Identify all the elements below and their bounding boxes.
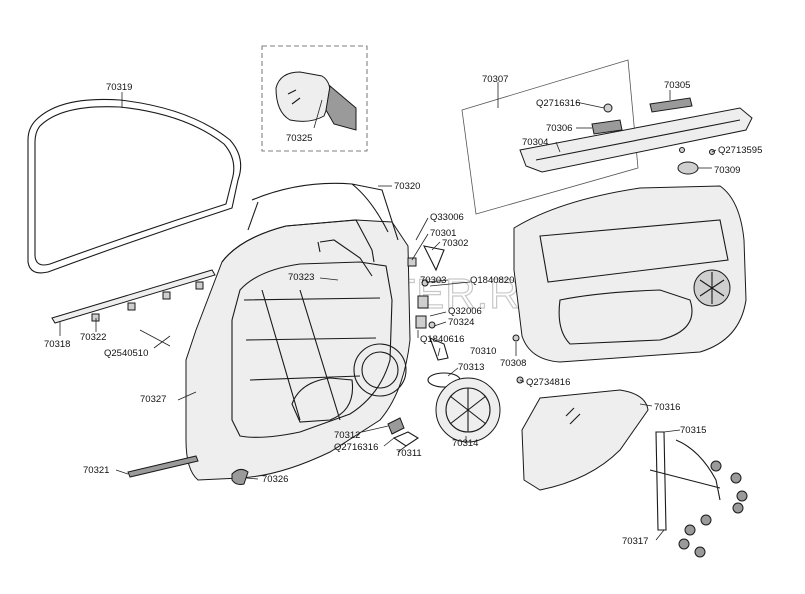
label-70326: 70326 bbox=[262, 474, 288, 485]
mirror-detail-box bbox=[261, 45, 368, 152]
switch-70305 bbox=[649, 97, 693, 113]
label-70321: 70321 bbox=[83, 465, 109, 476]
trim-armrest-recess bbox=[539, 219, 729, 283]
label-70313: 70313 bbox=[458, 362, 484, 373]
door-structure-lines bbox=[243, 297, 381, 381]
label-70324: 70324 bbox=[448, 317, 474, 328]
clip-70308 bbox=[512, 334, 520, 342]
label-70301: 70301 bbox=[430, 228, 456, 239]
label-70318: 70318 bbox=[44, 339, 70, 350]
screw-q2713595 bbox=[679, 147, 685, 153]
door-speaker-hole bbox=[353, 343, 407, 397]
label-q33006: Q33006 bbox=[430, 212, 464, 223]
label-q2713595: Q2713595 bbox=[718, 145, 762, 156]
bezel-70306 bbox=[591, 119, 623, 135]
door-glass-70316 bbox=[521, 389, 649, 491]
leader-lines bbox=[59, 82, 717, 541]
mirror-bracket-70301 bbox=[317, 239, 373, 277]
belt-molding-70318 bbox=[51, 269, 216, 324]
label-70314: 70314 bbox=[452, 438, 478, 449]
label-q2716316-lower: Q2716316 bbox=[334, 442, 378, 453]
mirror-70325 bbox=[275, 71, 331, 122]
label-70304: 70304 bbox=[522, 137, 548, 148]
label-q1840616: Q1840616 bbox=[420, 334, 464, 345]
label-70319: 70319 bbox=[106, 82, 132, 93]
door-trim-panel bbox=[513, 185, 747, 363]
handle-70311 bbox=[392, 431, 420, 447]
door-shell-70327 bbox=[185, 219, 411, 481]
label-70312: 70312 bbox=[334, 430, 360, 441]
label-70325: 70325 bbox=[286, 133, 312, 144]
regulator-70315 bbox=[649, 431, 721, 531]
screw-q2716316 bbox=[603, 103, 613, 113]
door-seal-70319 bbox=[27, 98, 242, 274]
label-q2716316-upper: Q2716316 bbox=[536, 98, 580, 109]
label-70307: 70307 bbox=[482, 74, 508, 85]
label-70303: 70303 bbox=[420, 275, 446, 286]
plug-70326 bbox=[231, 468, 249, 485]
door-access-hole bbox=[291, 377, 354, 423]
label-q2734816: Q2734816 bbox=[526, 377, 570, 388]
label-70310: 70310 bbox=[470, 346, 496, 357]
label-70311: 70311 bbox=[396, 448, 422, 459]
tweeter-70309 bbox=[677, 161, 699, 175]
clips-70322 bbox=[91, 281, 204, 322]
label-70306: 70306 bbox=[546, 123, 572, 134]
label-70302: 70302 bbox=[442, 238, 468, 249]
handle-70312 bbox=[387, 417, 405, 435]
label-q1840820: Q1840820 bbox=[470, 275, 514, 286]
window-sash-70320 bbox=[247, 182, 399, 241]
door-window-frame bbox=[221, 219, 375, 263]
label-q32006: Q32006 bbox=[448, 306, 482, 317]
part-labels: 70319 70318 70322 Q2540510 70327 70321 7… bbox=[44, 74, 762, 547]
label-70320: 70320 bbox=[394, 181, 420, 192]
label-70327: 70327 bbox=[140, 394, 166, 405]
label-70322: 70322 bbox=[80, 332, 106, 343]
label-70317: 70317 bbox=[622, 536, 648, 547]
lower-seal-70321 bbox=[127, 455, 199, 478]
window-regulator-rails-70323 bbox=[261, 289, 341, 421]
trim-piece-70302 bbox=[423, 245, 445, 272]
regulator-fasteners-70317 bbox=[678, 460, 748, 558]
lock-assembly-parts bbox=[407, 257, 449, 361]
door-seal-70319-inner bbox=[34, 106, 235, 266]
door-inner-panel bbox=[231, 261, 393, 438]
mirror-base bbox=[325, 85, 357, 131]
label-q2540510: Q2540510 bbox=[104, 348, 148, 359]
vapor-barrier-70307 bbox=[461, 59, 639, 215]
label-70316: 70316 bbox=[654, 402, 680, 413]
trim-pocket bbox=[558, 289, 693, 345]
label-70315: 70315 bbox=[680, 425, 706, 436]
label-70309: 70309 bbox=[714, 165, 740, 176]
label-70323: 70323 bbox=[288, 272, 314, 283]
label-70308: 70308 bbox=[500, 358, 526, 369]
label-70305: 70305 bbox=[664, 80, 690, 91]
